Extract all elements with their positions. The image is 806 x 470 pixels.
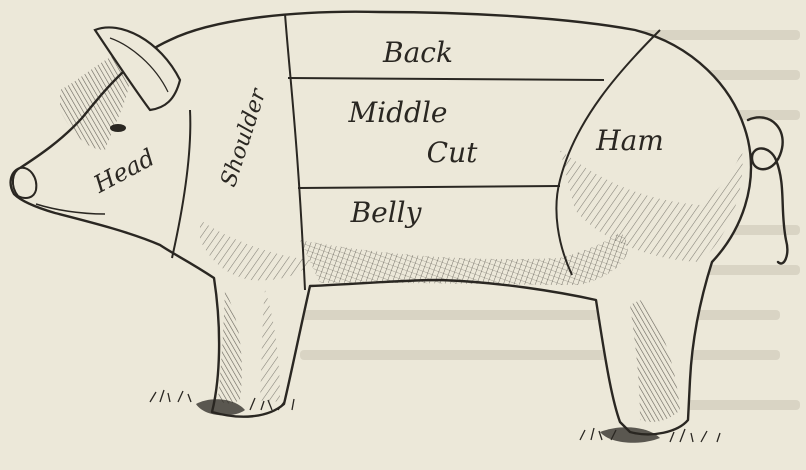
cut-label-back: Back [382, 36, 453, 69]
cut-label-ham: Ham [595, 124, 664, 157]
cut-label-middle: Middle [348, 96, 448, 129]
cut-label-cut: Cut [427, 136, 478, 169]
pig-tail [748, 117, 787, 263]
cut-label-belly: Belly [350, 196, 423, 229]
pig-eye [110, 124, 126, 132]
